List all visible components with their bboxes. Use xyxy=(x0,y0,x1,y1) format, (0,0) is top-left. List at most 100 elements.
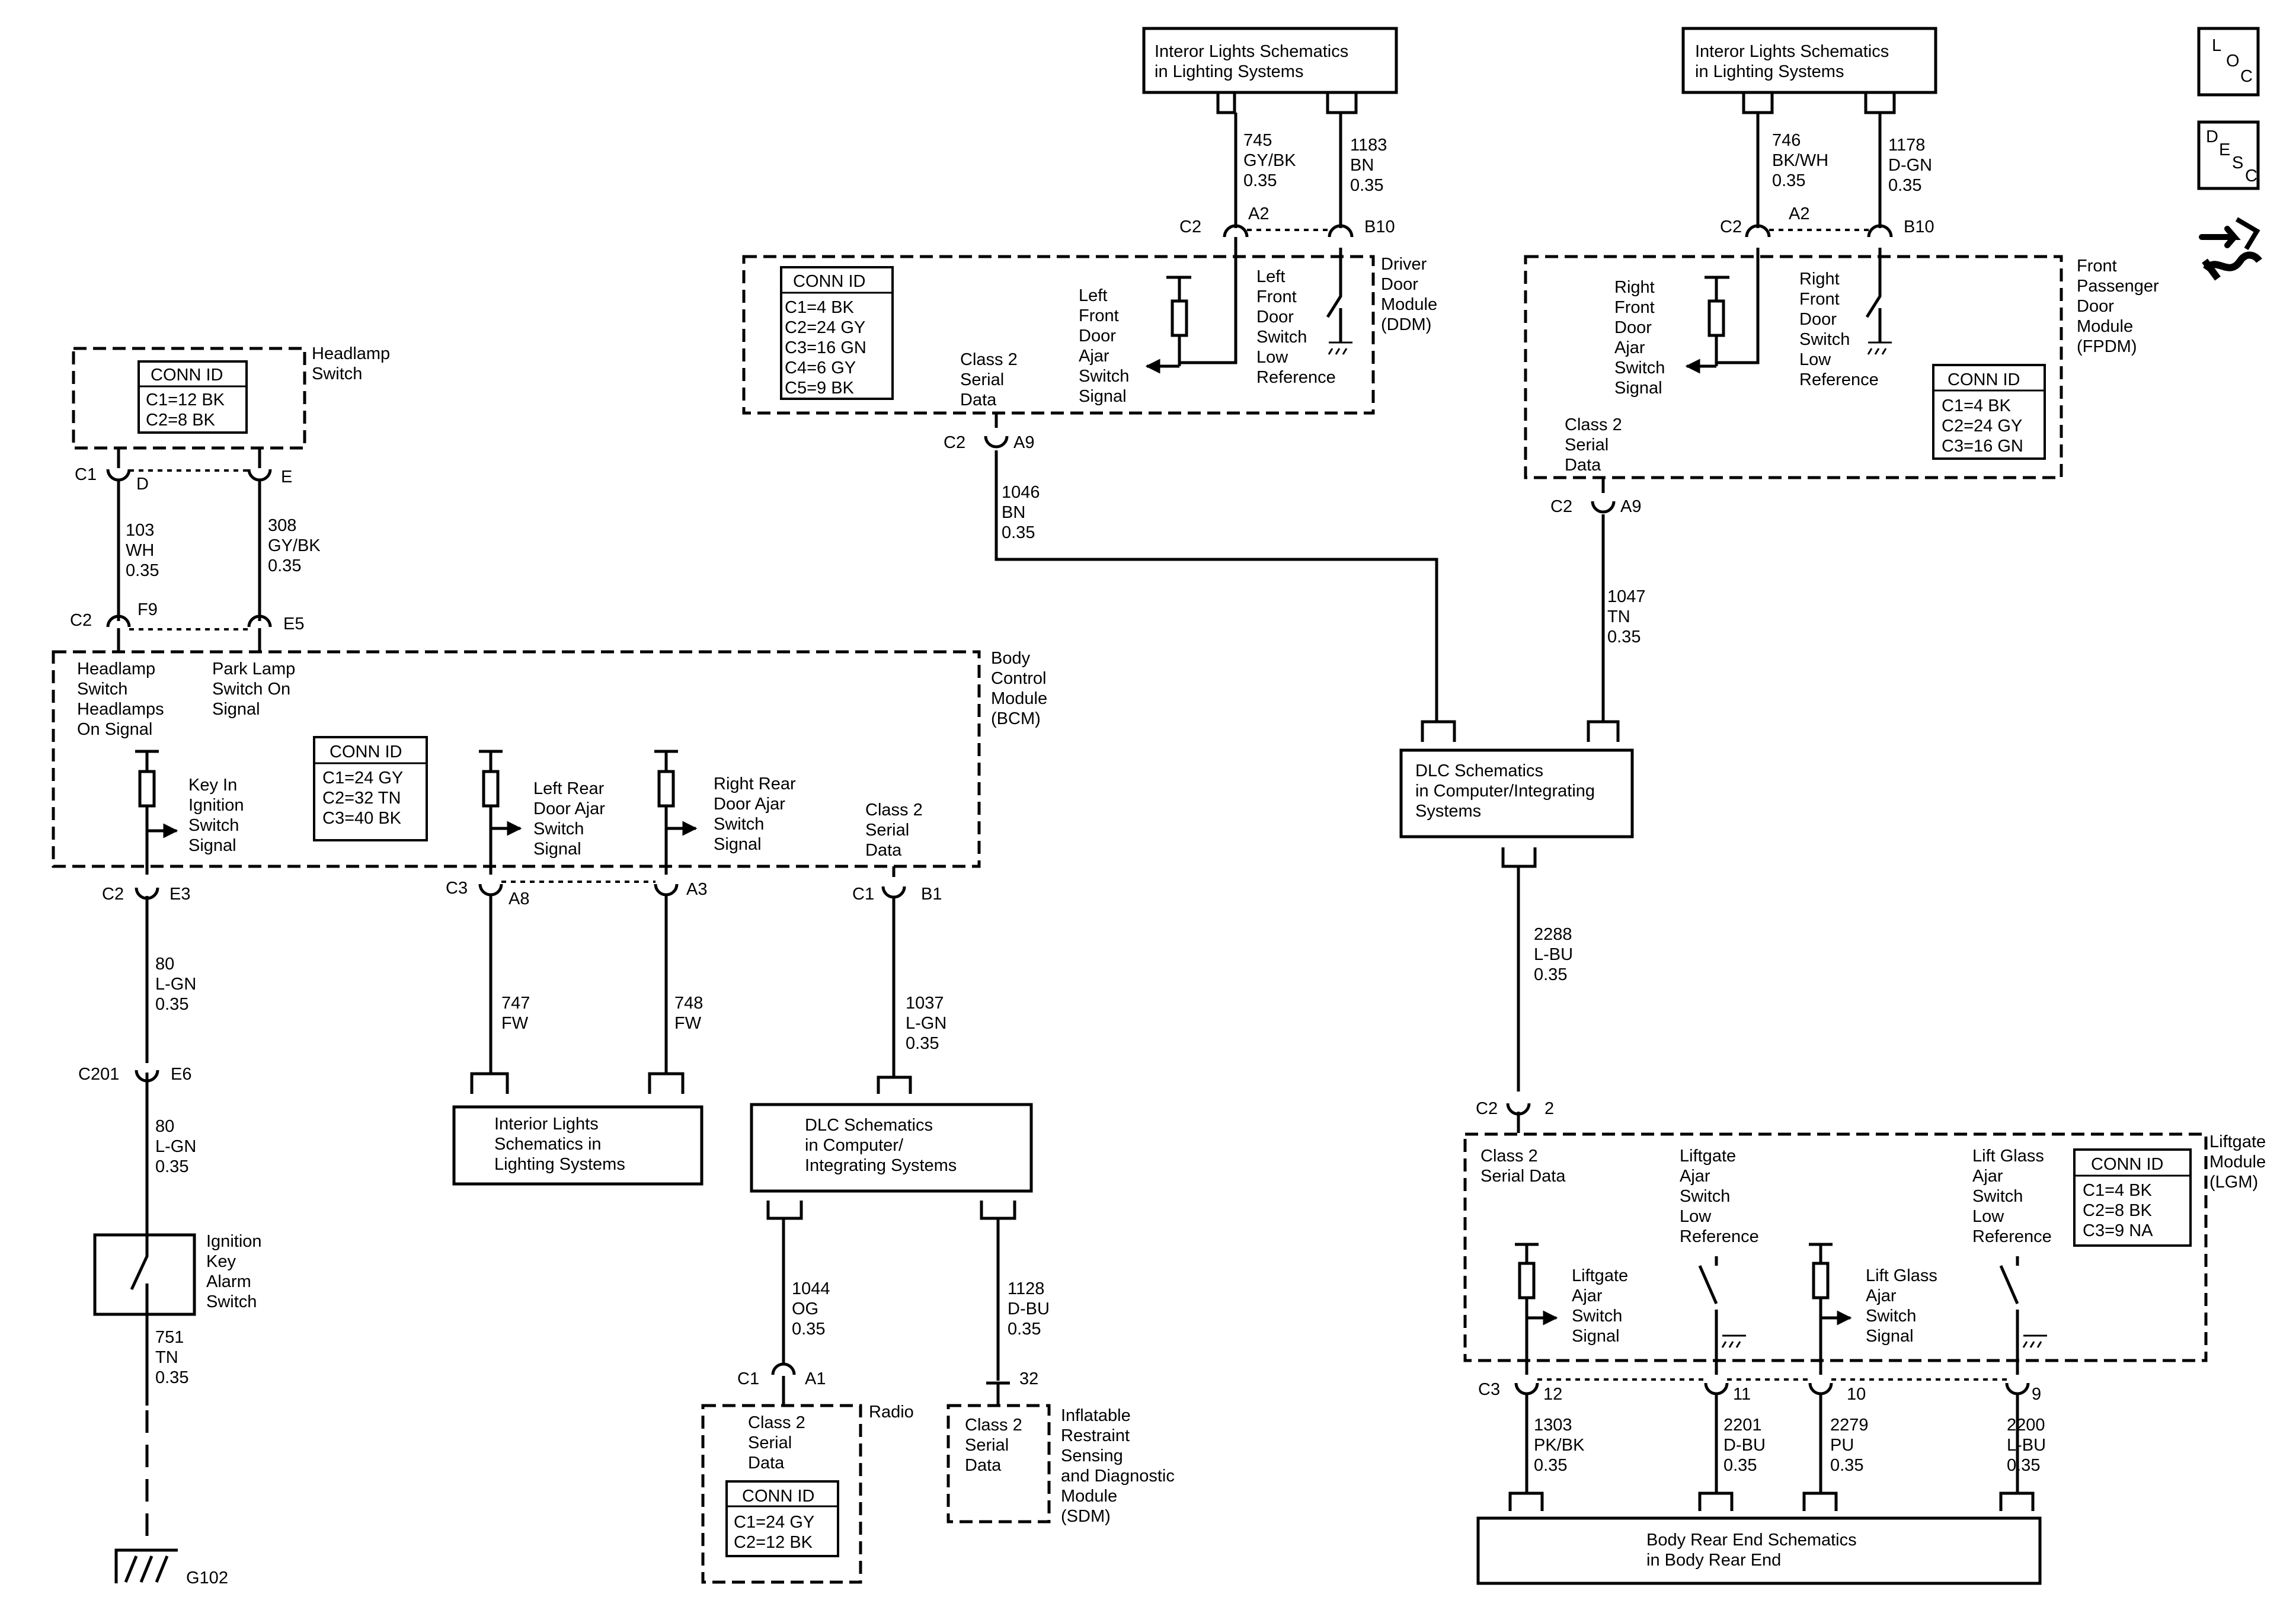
radio-connector: C1 A1 xyxy=(737,1362,826,1404)
svg-text:1303: 1303 xyxy=(1534,1416,1572,1435)
svg-text:Key: Key xyxy=(206,1252,236,1271)
svg-text:Signal: Signal xyxy=(714,835,762,854)
svg-text:751: 751 xyxy=(155,1328,184,1347)
svg-text:C3=40 BK: C3=40 BK xyxy=(322,809,402,828)
svg-text:Control: Control xyxy=(991,669,1047,688)
svg-text:0.35: 0.35 xyxy=(1534,965,1567,984)
fpdm-conn-id: CONN ID C1=4 BK C2=24 GY C3=16 GN xyxy=(1932,364,2046,460)
svg-text:FW: FW xyxy=(674,1014,702,1033)
wire-label-751: 751 TN 0.35 xyxy=(155,1328,188,1387)
svg-text:Left: Left xyxy=(1079,286,1107,305)
svg-text:Signal: Signal xyxy=(1614,379,1662,398)
svg-text:(LGM): (LGM) xyxy=(2209,1173,2258,1192)
ground-g102: G102 xyxy=(114,1548,228,1587)
svg-text:F9: F9 xyxy=(137,600,158,619)
svg-text:B1: B1 xyxy=(921,885,942,904)
svg-text:C1=4 BK: C1=4 BK xyxy=(2083,1181,2153,1200)
svg-text:Class 2: Class 2 xyxy=(960,350,1018,369)
svg-text:GY/BK: GY/BK xyxy=(268,536,321,555)
svg-text:0.35: 0.35 xyxy=(1723,1456,1757,1475)
svg-text:DLC Schematics: DLC Schematics xyxy=(1415,761,1543,780)
svg-text:0.35: 0.35 xyxy=(1243,171,1277,190)
ddm-connector-pins: C2 A2 B10 xyxy=(1179,204,1395,238)
svg-text:C1=24 GY: C1=24 GY xyxy=(734,1513,814,1532)
wire-label-80-upper: 80 L-GN 0.35 xyxy=(155,955,196,1014)
headlamp-c1-connector: C1 D E xyxy=(75,448,292,494)
fpdm-a9-connector: C2 A9 xyxy=(1550,478,1641,516)
svg-text:Serial: Serial xyxy=(960,370,1004,389)
svg-text:Key In: Key In xyxy=(188,776,237,795)
svg-text:E: E xyxy=(281,468,292,486)
svg-text:Right: Right xyxy=(1614,278,1655,297)
svg-text:WH: WH xyxy=(126,541,154,560)
wire-label-1037: 1037 L-GN 0.35 xyxy=(906,994,946,1053)
svg-text:A9: A9 xyxy=(1620,497,1641,516)
interior-lights-ref-bottom: Interior Lights Schematics in Lighting S… xyxy=(452,1105,703,1186)
wire-label-748: 748 FW xyxy=(674,994,703,1033)
svg-text:Class 2: Class 2 xyxy=(1480,1147,1538,1166)
svg-text:C5=9 BK: C5=9 BK xyxy=(785,379,855,398)
svg-text:1047: 1047 xyxy=(1607,587,1646,606)
svg-text:Module: Module xyxy=(2077,317,2133,336)
svg-text:Module: Module xyxy=(2209,1153,2266,1172)
svg-text:L: L xyxy=(2212,36,2221,55)
wrench-arrow-icon[interactable] xyxy=(2199,217,2262,281)
svg-text:Switch: Switch xyxy=(1614,359,1665,377)
svg-text:D: D xyxy=(2206,127,2218,146)
svg-text:Class 2: Class 2 xyxy=(865,801,923,820)
radio-conn-id: CONN ID C1=24 GY C2=12 BK xyxy=(725,1480,839,1557)
svg-text:Liftgate: Liftgate xyxy=(2209,1132,2266,1151)
lgm-c2-connector: C2 2 xyxy=(1476,1099,1554,1133)
svg-text:Signal: Signal xyxy=(1866,1327,1914,1346)
svg-text:Right: Right xyxy=(1799,270,1840,289)
wire-label-746: 746 BK/WH 0.35 xyxy=(1772,131,1828,190)
svg-text:Reference: Reference xyxy=(1680,1227,1759,1246)
svg-text:CONN ID: CONN ID xyxy=(330,742,402,761)
wire-label-1047: 1047 TN 0.35 xyxy=(1607,587,1646,646)
svg-text:C2=24 GY: C2=24 GY xyxy=(785,318,865,337)
svg-text:BN: BN xyxy=(1350,156,1374,175)
svg-text:103: 103 xyxy=(126,521,154,540)
svg-text:Reference: Reference xyxy=(1256,368,1336,387)
svg-text:in Body Rear End: in Body Rear End xyxy=(1646,1551,1781,1570)
svg-text:2201: 2201 xyxy=(1723,1416,1762,1435)
wire-label-308: 308 GY/BK 0.35 xyxy=(268,516,321,575)
svg-text:C201: C201 xyxy=(78,1065,119,1084)
svg-text:0.35: 0.35 xyxy=(2007,1456,2040,1475)
svg-text:Data: Data xyxy=(865,841,902,860)
svg-text:FW: FW xyxy=(501,1014,529,1033)
svg-text:GY/BK: GY/BK xyxy=(1243,151,1296,170)
svg-text:BN: BN xyxy=(1002,503,1025,522)
radio-module: Radio Class 2 Serial Data CONN ID C1=24 … xyxy=(701,1403,914,1584)
svg-text:C: C xyxy=(2245,167,2257,185)
bcm-conn-id: CONN ID C1=24 GY C2=32 TN C3=40 BK xyxy=(313,736,428,841)
svg-text:L-BU: L-BU xyxy=(2007,1436,2046,1455)
svg-text:Door Ajar: Door Ajar xyxy=(533,799,605,818)
svg-text:Door: Door xyxy=(2077,297,2114,316)
svg-text:Systems: Systems xyxy=(1415,802,1481,821)
svg-text:C1: C1 xyxy=(852,885,874,904)
svg-text:C2=32 TN: C2=32 TN xyxy=(322,789,401,808)
svg-text:C2: C2 xyxy=(1550,497,1572,516)
svg-text:0.35: 0.35 xyxy=(1002,523,1035,542)
ddm-module: Driver Door Module (DDM) CONN ID C1=4 BK… xyxy=(742,237,1437,415)
bcm-module: Body Control Module (BCM) CONN ID C1=24 … xyxy=(52,649,1047,875)
loc-icon[interactable]: L O C xyxy=(2197,27,2260,97)
svg-text:G102: G102 xyxy=(186,1569,228,1587)
svg-text:Switch: Switch xyxy=(312,364,362,383)
svg-text:C2: C2 xyxy=(1179,217,1201,236)
svg-text:80: 80 xyxy=(155,1117,174,1136)
svg-text:CONN ID: CONN ID xyxy=(742,1487,814,1506)
svg-text:Data: Data xyxy=(960,391,997,409)
svg-text:Ajar: Ajar xyxy=(1614,338,1645,357)
svg-text:Headlamp: Headlamp xyxy=(312,344,390,363)
svg-text:PK/BK: PK/BK xyxy=(1534,1436,1585,1455)
fpdm-module: Front Passenger Door Module (FPDM) CONN … xyxy=(1524,248,2159,479)
wire-label-1178: 1178 D-GN 0.35 xyxy=(1888,136,1932,195)
body-rear-end-ref: Body Rear End Schematics in Body Rear En… xyxy=(1476,1516,2042,1585)
desc-icon[interactable]: D E S C xyxy=(2197,120,2260,190)
svg-text:Driver: Driver xyxy=(1381,255,1427,274)
svg-text:Switch: Switch xyxy=(188,816,239,835)
svg-text:A8: A8 xyxy=(509,889,529,908)
svg-text:Interor Lights Schematics: Interor Lights Schematics xyxy=(1155,42,1348,61)
